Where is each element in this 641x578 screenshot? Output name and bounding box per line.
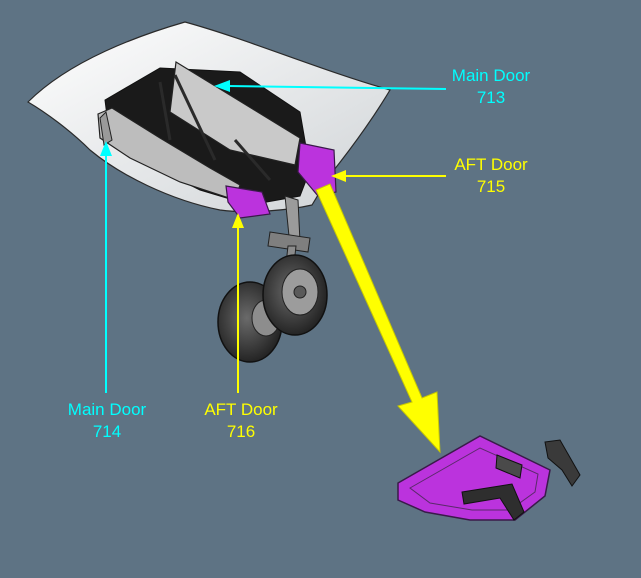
callout-main-door-713-name: Main Door: [451, 66, 531, 85]
callout-aft-door-716-number: 716: [226, 422, 256, 441]
leader-main-door-713: [214, 80, 447, 92]
gear-struts: [158, 74, 272, 181]
detail-view-arrow: [315, 183, 441, 454]
callout-main-door-713-number: 713: [476, 88, 506, 107]
callout-main-door-714-name: Main Door: [67, 400, 147, 419]
main-door-713-panel: [169, 60, 301, 166]
main-door-714-hinge: [99, 110, 113, 146]
callout-main-door-714-number: 714: [92, 422, 122, 441]
callout-aft-door-715-number: 715: [476, 177, 506, 196]
callout-aft-door-716: AFT Door 716: [184, 399, 298, 443]
leader-aft-door-715: [331, 170, 446, 182]
callout-aft-door-716-name: AFT Door: [204, 400, 278, 419]
aft-door-detail-view: [397, 435, 581, 521]
callout-aft-door-715-name: AFT Door: [454, 155, 528, 174]
aft-door-716-panel: [225, 185, 271, 219]
callout-aft-door-715: AFT Door 715: [434, 154, 548, 198]
leader-main-door-714: [100, 141, 112, 393]
callout-main-door-714: Main Door 714: [50, 399, 164, 443]
leader-aft-door-716: [232, 213, 244, 393]
callout-main-door-713: Main Door 713: [434, 65, 548, 109]
gear-wheels: [217, 254, 328, 363]
